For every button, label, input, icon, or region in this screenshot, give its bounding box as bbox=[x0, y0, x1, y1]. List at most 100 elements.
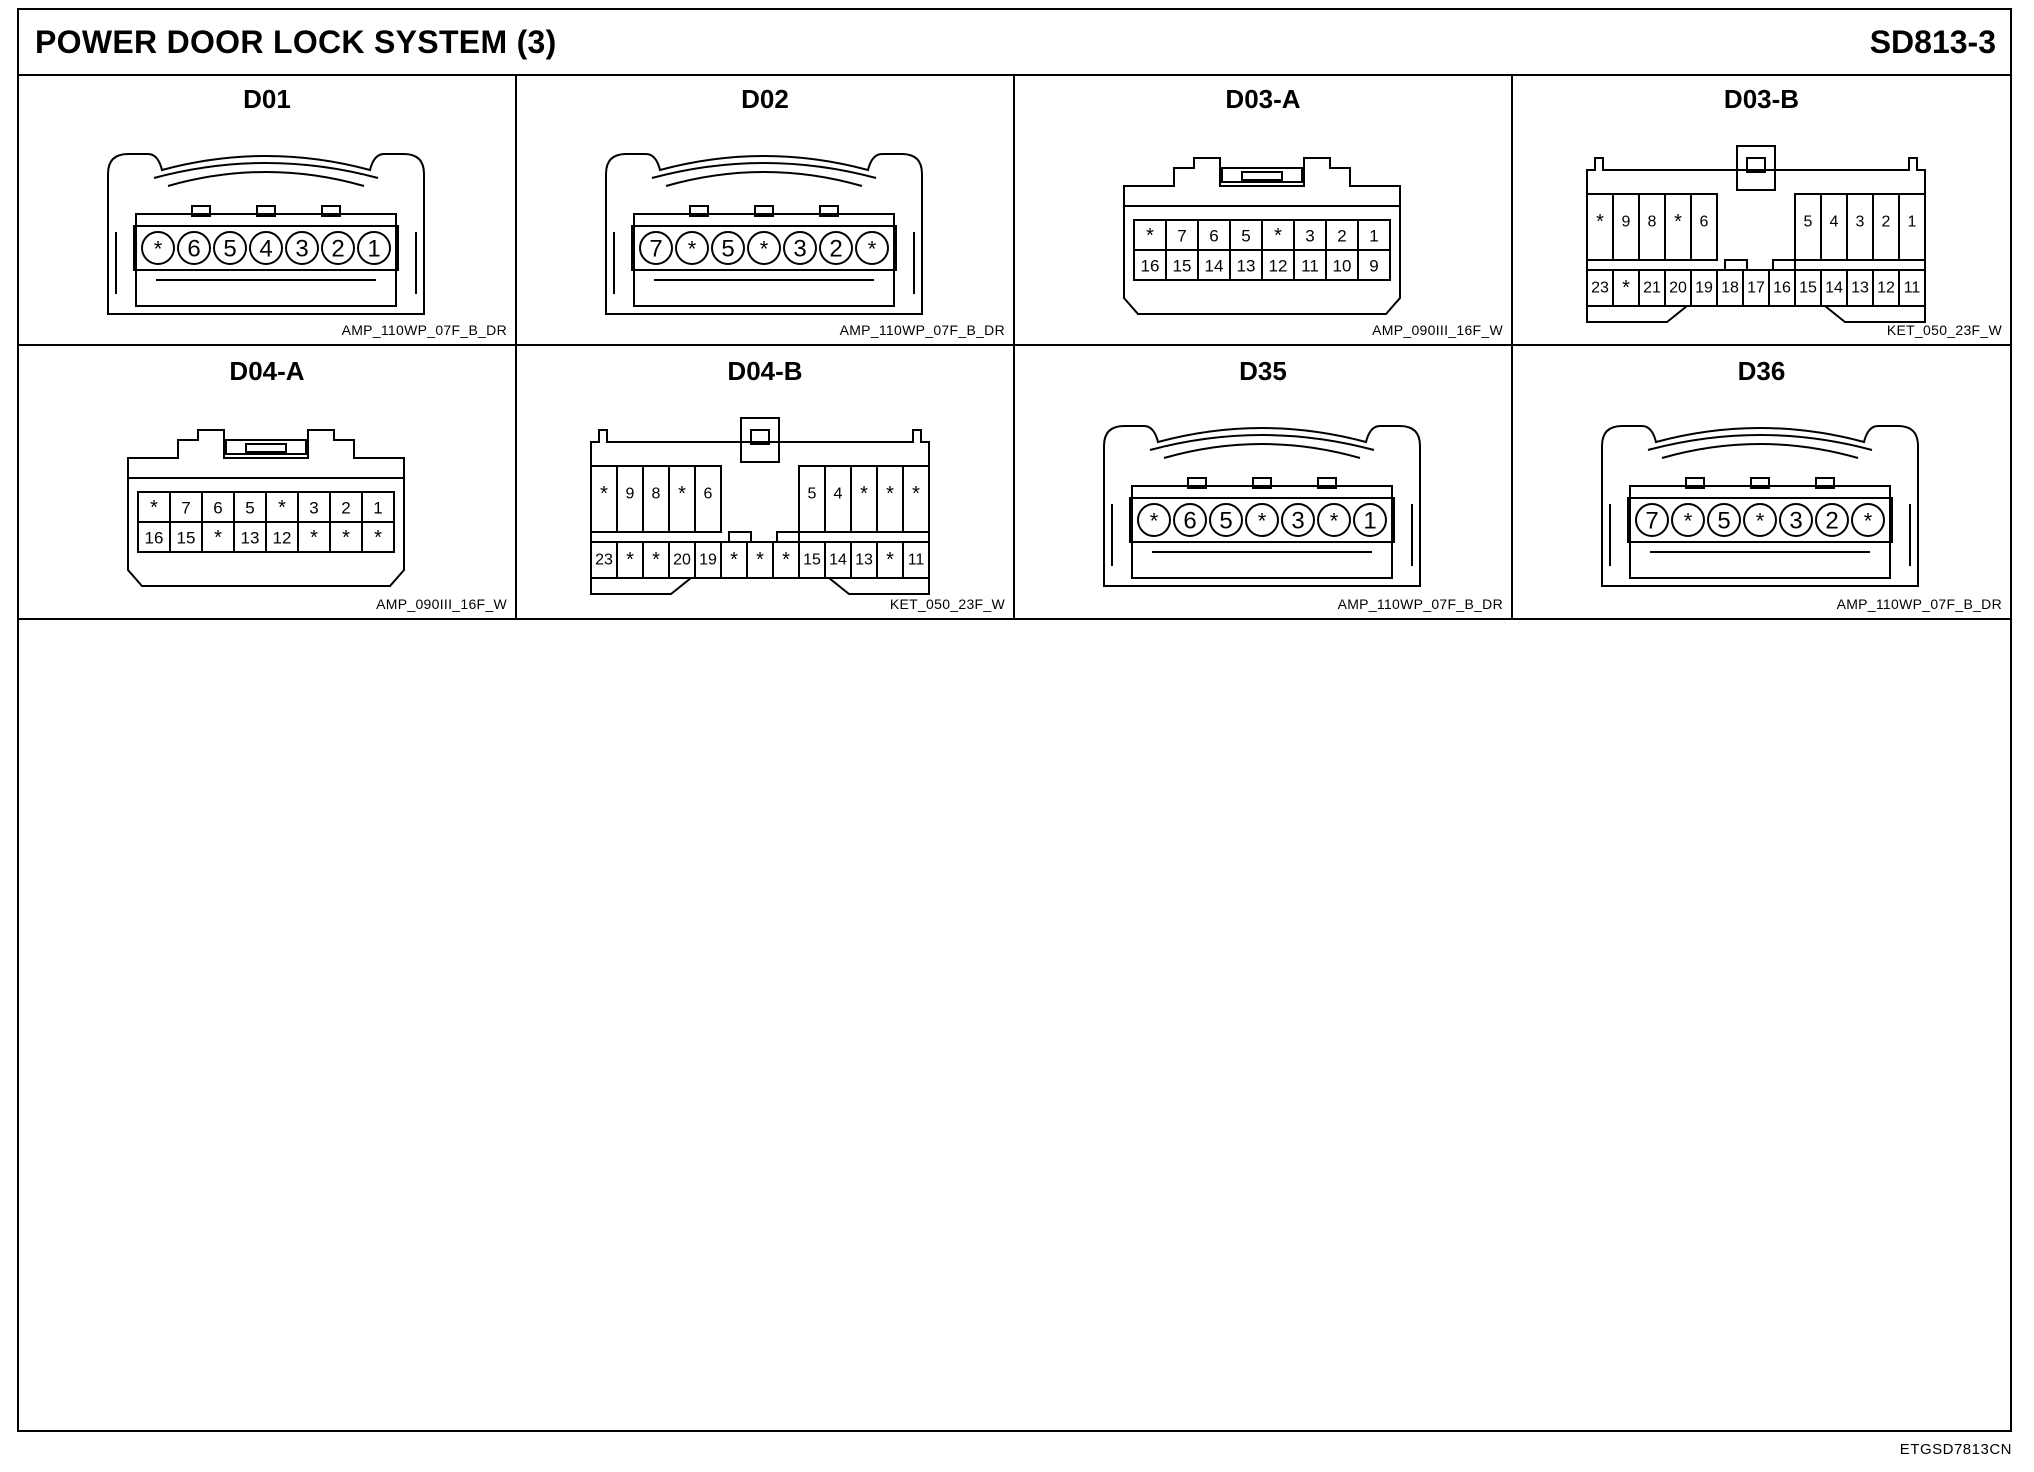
diagram-frame: POWER DOOR LOCK SYSTEM (3) SD813-3 D01 *… bbox=[17, 8, 2012, 1432]
pin-label: 3 bbox=[793, 236, 806, 263]
pin-label: 1 bbox=[367, 236, 380, 263]
pin-label: * bbox=[1596, 211, 1604, 233]
pin-label: * bbox=[1150, 509, 1159, 534]
pin-label: 12 bbox=[1269, 257, 1288, 276]
pin-socket bbox=[177, 231, 211, 265]
pin-label: 6 bbox=[187, 236, 200, 263]
pin-label: 3 bbox=[295, 236, 308, 263]
pin-socket bbox=[249, 231, 283, 265]
pin-label: * bbox=[1756, 509, 1765, 534]
pin-label: 4 bbox=[834, 486, 843, 503]
connector-outline bbox=[1815, 477, 1835, 489]
pin-label: 5 bbox=[223, 236, 236, 263]
connector-outline bbox=[107, 153, 425, 315]
pin-label: * bbox=[626, 549, 634, 571]
pin-socket bbox=[1281, 503, 1315, 537]
pin-label: 3 bbox=[1291, 508, 1304, 535]
connector-outline bbox=[1661, 443, 1859, 459]
pin-label: 2 bbox=[1825, 508, 1838, 535]
pin-label: 23 bbox=[595, 552, 613, 569]
pin-label: 5 bbox=[1241, 227, 1250, 246]
connector-outline bbox=[225, 439, 307, 455]
connector-outline bbox=[1252, 477, 1272, 489]
pin-label: * bbox=[1146, 225, 1154, 247]
connector-name: D03-A bbox=[1225, 84, 1301, 114]
pin-socket bbox=[1209, 503, 1243, 537]
pin-socket bbox=[1707, 503, 1741, 537]
pin-label: * bbox=[1622, 277, 1630, 299]
pin-label: * bbox=[1684, 509, 1693, 534]
pin-label: 9 bbox=[1369, 257, 1378, 276]
connector-outline bbox=[776, 531, 800, 543]
pin-socket bbox=[321, 231, 355, 265]
connector-outline bbox=[1647, 434, 1873, 451]
pin-label: 14 bbox=[1205, 257, 1224, 276]
connector-outline bbox=[1163, 443, 1361, 459]
pin-label: * bbox=[310, 527, 318, 549]
pin-label: 20 bbox=[1669, 280, 1687, 297]
pin-label: 3 bbox=[309, 499, 318, 518]
pin-label: * bbox=[1274, 225, 1282, 247]
connector-outline bbox=[245, 443, 287, 453]
pin-label: 11 bbox=[1904, 280, 1921, 297]
pin-label: 3 bbox=[1789, 508, 1802, 535]
connector-outline bbox=[191, 205, 211, 217]
connector-outline bbox=[1317, 477, 1337, 489]
connector-name: D36 bbox=[1737, 356, 1786, 386]
pin-label: 6 bbox=[704, 486, 713, 503]
pin-label: 3 bbox=[1305, 227, 1314, 246]
pin-label: 16 bbox=[145, 529, 164, 548]
connector-outline bbox=[1629, 485, 1891, 579]
pin-label: * bbox=[1258, 509, 1267, 534]
connector-outline bbox=[1131, 485, 1393, 579]
pin-label: * bbox=[886, 549, 894, 571]
connector-outline bbox=[1103, 425, 1421, 587]
pin-label: 1 bbox=[1369, 227, 1378, 246]
pin-socket bbox=[285, 231, 319, 265]
pin-label: 1 bbox=[373, 499, 382, 518]
connector-code: AMP_110WP_07F_B_DR bbox=[1337, 596, 1503, 612]
pin-label: 6 bbox=[1700, 214, 1709, 231]
connector-code: AMP_110WP_07F_B_DR bbox=[839, 322, 1005, 338]
connector-outline bbox=[1750, 477, 1770, 489]
pin-socket bbox=[213, 231, 247, 265]
connector-outline bbox=[1627, 497, 1893, 543]
connector-outline bbox=[1601, 425, 1919, 587]
pin-label: 15 bbox=[803, 552, 821, 569]
pin-label: 4 bbox=[259, 236, 272, 263]
connector-outline bbox=[689, 205, 709, 217]
pin-label: 5 bbox=[808, 486, 817, 503]
connector-outline bbox=[740, 417, 780, 463]
pin-label: 11 bbox=[908, 552, 925, 569]
pin-socket bbox=[357, 231, 391, 265]
pin-label: 5 bbox=[1717, 508, 1730, 535]
pin-label: 13 bbox=[855, 552, 873, 569]
pin-socket bbox=[675, 231, 709, 265]
pin-label: 6 bbox=[1183, 508, 1196, 535]
connector-outline bbox=[1221, 167, 1303, 183]
connector-outline bbox=[1724, 259, 1748, 271]
pin-label: 5 bbox=[721, 236, 734, 263]
pin-label: 19 bbox=[699, 552, 717, 569]
connector-outline bbox=[1685, 477, 1705, 489]
connector-outline bbox=[1586, 157, 1926, 323]
pin-cavity bbox=[694, 465, 722, 533]
pin-label: 5 bbox=[1219, 508, 1232, 535]
pin-label: 3 bbox=[1856, 214, 1865, 231]
pin-label: 2 bbox=[331, 236, 344, 263]
connector-outline bbox=[153, 162, 379, 179]
pin-label: * bbox=[1864, 509, 1873, 534]
pin-label: 14 bbox=[1825, 280, 1843, 297]
pin-label: * bbox=[730, 549, 738, 571]
pin-label: 13 bbox=[1851, 280, 1869, 297]
page-title: POWER DOOR LOCK SYSTEM (3) bbox=[35, 24, 557, 60]
pin-socket bbox=[1137, 503, 1171, 537]
connector-outline bbox=[631, 225, 897, 271]
